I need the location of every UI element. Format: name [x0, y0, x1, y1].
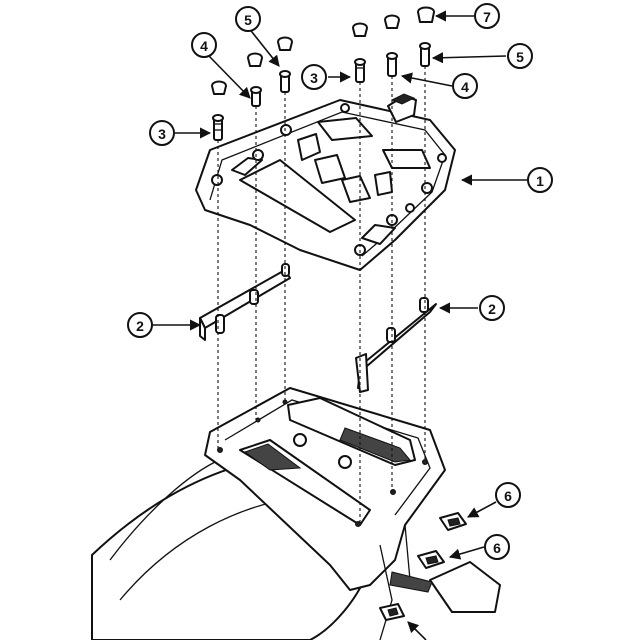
callout-6-lower-label: 6 [493, 540, 501, 556]
callout-5-left-label: 5 [244, 12, 252, 28]
bolt-left-front [212, 114, 224, 141]
washer-left [279, 70, 291, 93]
cap-right-2 [384, 14, 400, 29]
cap-right-3 [417, 6, 435, 23]
mounting-plate-left [199, 263, 291, 341]
washer-right [419, 42, 431, 67]
callout-1: 1 [527, 167, 553, 193]
callout-4-right: 4 [452, 73, 478, 99]
callout-2-right: 2 [479, 295, 505, 321]
callout-3-right-label: 3 [310, 70, 318, 86]
turn-signal [389, 561, 501, 613]
callout-1-label: 1 [536, 173, 544, 189]
callout-7-label: 7 [483, 9, 491, 25]
cap-right-1 [352, 22, 368, 37]
bolt-right-front [354, 58, 366, 83]
clip-nut-bottom [379, 603, 405, 621]
spacer-left [250, 86, 262, 107]
callout-3-left-label: 3 [158, 126, 166, 142]
callout-5-left: 5 [235, 6, 261, 32]
cap-left-1 [211, 80, 227, 95]
callout-2-left: 2 [127, 312, 153, 338]
callout-4-left-label: 4 [200, 38, 208, 54]
clip-nut-upper [439, 512, 467, 531]
callout-5-right: 5 [507, 43, 533, 69]
callout-2-left-label: 2 [136, 318, 144, 334]
callout-3-left: 3 [149, 120, 175, 146]
callout-4-right-label: 4 [461, 79, 469, 95]
alignment-lines [217, 66, 426, 524]
callout-6-upper-label: 6 [504, 488, 512, 504]
clip-nut-lower [417, 550, 445, 569]
cap-left-2 [247, 52, 263, 67]
callout-4-left: 4 [191, 32, 217, 58]
spacer-right [386, 52, 398, 77]
callout-6-lower: 6 [484, 534, 510, 560]
luggage-rack-plate [195, 93, 456, 271]
mounting-plate-right [355, 297, 437, 393]
callout-3-right: 3 [301, 64, 327, 90]
motorcycle-rear-frame [204, 387, 446, 640]
callout-6-upper: 6 [495, 482, 521, 508]
cap-left-3 [277, 36, 293, 51]
leader-lines [152, 10, 527, 640]
callout-2-right-label: 2 [488, 301, 496, 317]
callout-5-right-label: 5 [516, 49, 524, 65]
callout-7: 7 [474, 3, 500, 29]
